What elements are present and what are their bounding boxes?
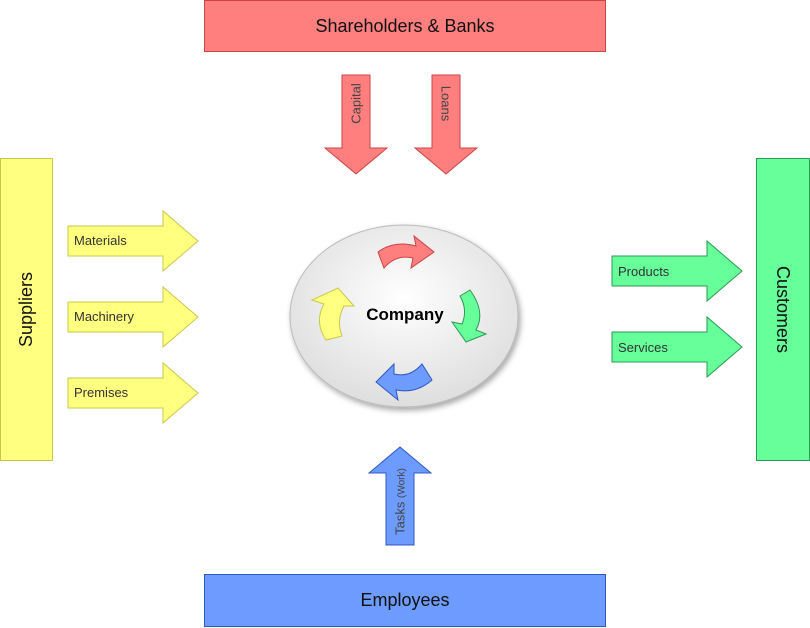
machinery-arrow [67, 285, 199, 349]
employees-label: Employees [360, 590, 450, 610]
products-arrow [611, 239, 743, 303]
materials-label: Materials [74, 233, 127, 248]
cycle-arrow-green [450, 289, 488, 343]
materials-arrow [67, 209, 199, 273]
cycle-arrow-yellow [310, 287, 356, 341]
services-label: Services [618, 340, 668, 355]
tasks-label-main: Tasks [392, 501, 408, 535]
employees-box: Employees [204, 574, 606, 627]
services-arrow [611, 315, 743, 379]
products-label: Products [618, 264, 670, 279]
tasks-label: Tasks (Work) [393, 462, 408, 542]
machinery-label: Machinery [74, 309, 134, 324]
capital-label: Capital [348, 83, 364, 124]
company-ellipse [289, 224, 519, 408]
company-label: Company [366, 305, 444, 324]
suppliers-box: Suppliers [0, 158, 53, 461]
cycle-arrow-blue [375, 362, 433, 402]
capital-arrow [323, 74, 389, 175]
premises-label: Premises [74, 385, 129, 400]
loans-label: Loans [438, 85, 454, 122]
shareholders-banks-label: Shareholders & Banks [315, 15, 495, 36]
shareholders-banks-box: Shareholders & Banks [204, 0, 606, 52]
tasks-arrow [367, 446, 433, 546]
tasks-label-sub: (Work) [396, 468, 408, 498]
loans-arrow [413, 74, 479, 175]
cycle-arrow-red [377, 234, 435, 270]
premises-arrow [67, 361, 199, 425]
